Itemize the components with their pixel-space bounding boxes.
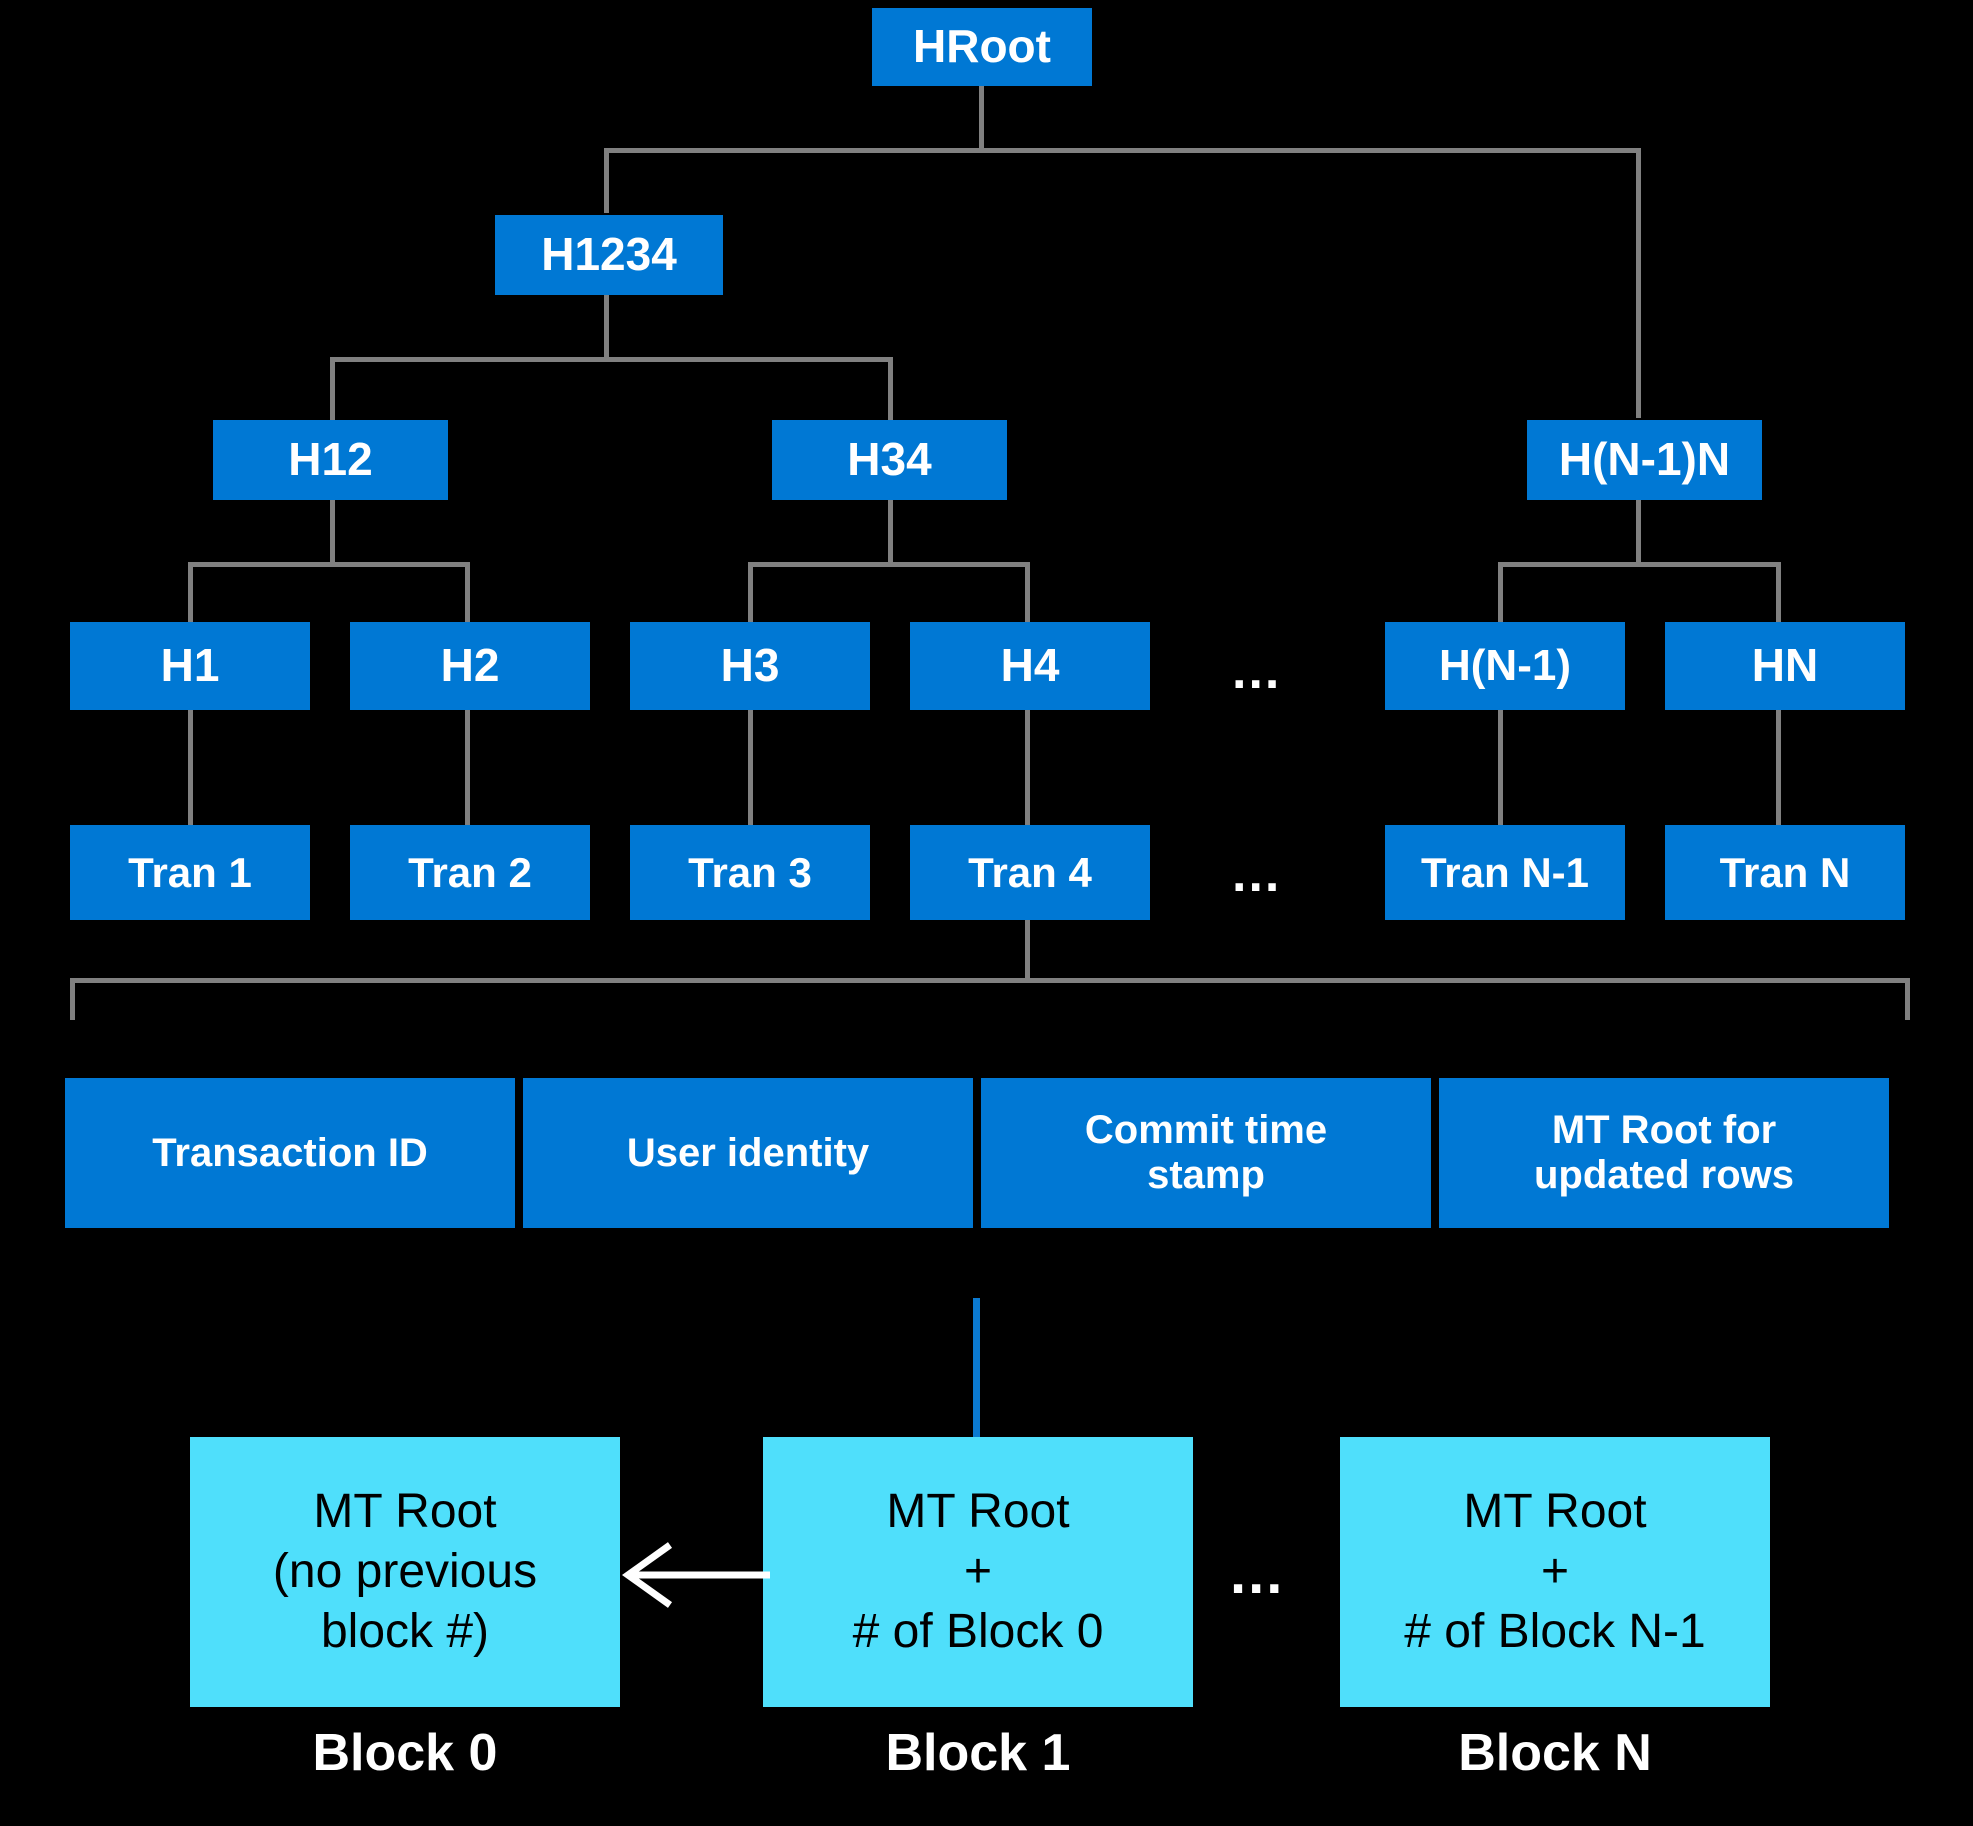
block-1[interactable]: MT Root + # of Block 0: [763, 1437, 1193, 1707]
connector-h2-tran2: [465, 710, 470, 825]
node-tran-n-label: Tran N: [1719, 848, 1851, 896]
node-h34[interactable]: H34: [772, 420, 1007, 500]
node-h2-label: H2: [440, 639, 500, 692]
connector-to-h1: [188, 562, 193, 622]
detail-cell-commit-time-stamp-label: Commit time stamp: [1084, 1108, 1328, 1197]
block-0-line-1: MT Root: [313, 1485, 497, 1538]
node-h12[interactable]: H12: [213, 420, 448, 500]
connector-detail-to-block1: [973, 1298, 980, 1438]
connector-hroot-down: [979, 85, 984, 148]
node-tran-n-1-label: Tran N-1: [1420, 848, 1590, 896]
connector-to-h1234: [604, 148, 609, 213]
node-hroot-label: HRoot: [913, 20, 1051, 73]
connector-detail-bracket-left: [70, 978, 75, 1020]
blockchain-ellipsis: ...: [1230, 1541, 1285, 1606]
node-hn1n[interactable]: H(N-1)N: [1527, 420, 1762, 500]
detail-cell-mt-root-updated-rows[interactable]: MT Root for updated rows: [1439, 1078, 1889, 1228]
node-hn-1[interactable]: H(N-1): [1385, 622, 1625, 710]
block-0[interactable]: MT Root (no previous block #): [190, 1437, 620, 1707]
block-1-line-3: # of Block 0: [852, 1605, 1104, 1658]
block-n-caption: Block N: [1458, 1724, 1652, 1782]
connector-h3-tran3: [748, 710, 753, 825]
node-tran-3[interactable]: Tran 3: [630, 825, 870, 920]
block-1-line-2: +: [963, 1545, 993, 1598]
node-h1-label: H1: [160, 639, 220, 692]
detail-cell-mt-root-updated-rows-label: MT Root for updated rows: [1533, 1108, 1795, 1197]
block1-to-block0-arrow: [621, 1542, 770, 1608]
node-h1234-label: H1234: [541, 228, 677, 281]
node-hroot[interactable]: HRoot: [872, 8, 1092, 86]
hash-row-ellipsis: ...: [1232, 642, 1282, 700]
connector-h12-down: [330, 500, 335, 562]
block-1-caption: Block 1: [885, 1724, 1071, 1782]
connector-hn-1-tranN-1: [1498, 710, 1503, 825]
block-n-line-3: # of Block N-1: [1404, 1605, 1706, 1658]
node-h3[interactable]: H3: [630, 622, 870, 710]
node-tran-1-label: Tran 1: [128, 848, 252, 896]
block-0-line-3: block #): [320, 1605, 490, 1658]
node-tran-1[interactable]: Tran 1: [70, 825, 310, 920]
connector-h1-tran1: [188, 710, 193, 825]
node-h2[interactable]: H2: [350, 622, 590, 710]
node-tran-2-label: Tran 2: [408, 848, 532, 896]
connector-h12-horizontal: [188, 562, 470, 567]
node-hn-1-label: H(N-1): [1439, 641, 1571, 691]
connector-hn-tranN: [1776, 710, 1781, 825]
connector-h34-horizontal: [748, 562, 1030, 567]
connector-to-hn-1: [1498, 562, 1503, 622]
node-tran-n[interactable]: Tran N: [1665, 825, 1905, 920]
connector-hroot-horizontal: [604, 148, 1641, 153]
block-0-caption: Block 0: [312, 1724, 498, 1782]
connector-h1234-down: [604, 294, 609, 357]
connector-hn1n-horizontal: [1498, 562, 1780, 567]
node-tran-3-label: Tran 3: [688, 848, 812, 896]
node-hn-label: HN: [1751, 639, 1819, 692]
node-h4-label: H4: [1000, 639, 1060, 692]
block-n-line-2: +: [1540, 1545, 1570, 1598]
detail-cell-transaction-id-label: Transaction ID: [152, 1130, 428, 1175]
node-h3-label: H3: [720, 639, 780, 692]
node-tran-n-1[interactable]: Tran N-1: [1385, 825, 1625, 920]
node-tran-2[interactable]: Tran 2: [350, 825, 590, 920]
node-h1234[interactable]: H1234: [495, 215, 723, 295]
connector-detail-bracket: [70, 978, 1910, 983]
connector-to-h4: [1025, 562, 1030, 622]
connector-to-h34: [888, 357, 893, 420]
node-tran-4[interactable]: Tran 4: [910, 825, 1150, 920]
detail-cell-commit-time-stamp[interactable]: Commit time stamp: [981, 1078, 1431, 1228]
connector-to-h12: [330, 357, 335, 420]
transaction-row-ellipsis: ...: [1232, 845, 1282, 903]
detail-cell-user-identity[interactable]: User identity: [523, 1078, 973, 1228]
connector-hn1n-down: [1636, 500, 1641, 562]
node-hn1n-label: H(N-1)N: [1558, 433, 1731, 486]
detail-cell-transaction-id[interactable]: Transaction ID: [65, 1078, 515, 1228]
connector-tran4-down: [1025, 920, 1030, 978]
connector-to-h2: [465, 562, 470, 622]
connector-to-h3: [748, 562, 753, 622]
connector-h1234-horizontal: [330, 357, 893, 362]
detail-cell-user-identity-label: User identity: [626, 1130, 870, 1175]
node-tran-4-label: Tran 4: [968, 848, 1092, 896]
connector-to-hn1n: [1636, 148, 1641, 418]
connector-h4-tran4: [1025, 710, 1030, 825]
block-n[interactable]: MT Root + # of Block N-1: [1340, 1437, 1770, 1707]
connector-h34-down: [888, 500, 893, 562]
connector-to-hn: [1776, 562, 1781, 622]
node-h1[interactable]: H1: [70, 622, 310, 710]
block-1-line-1: MT Root: [886, 1485, 1070, 1538]
node-h12-label: H12: [288, 433, 373, 486]
node-h4[interactable]: H4: [910, 622, 1150, 710]
connector-detail-bracket-right: [1905, 978, 1910, 1020]
block-n-line-1: MT Root: [1463, 1485, 1647, 1538]
node-h34-label: H34: [847, 433, 932, 486]
block-0-line-2: (no previous: [272, 1545, 538, 1598]
node-hn[interactable]: HN: [1665, 622, 1905, 710]
